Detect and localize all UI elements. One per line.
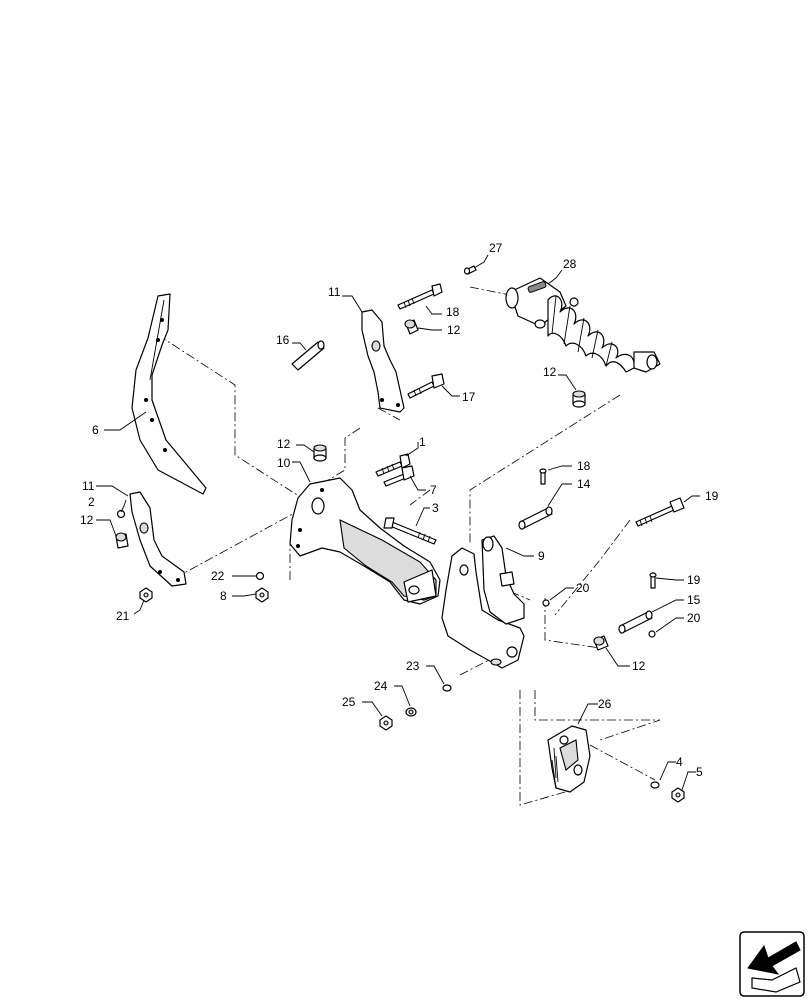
bolt-part-3	[383, 517, 437, 545]
callout-19: 19	[705, 489, 719, 503]
callout-20-b: 20	[687, 611, 701, 625]
callout-6: 6	[92, 423, 99, 437]
callouts: 27 28 11 18 16 12 12 17 6 12 1 10 7 11 1…	[80, 241, 719, 779]
callout-10: 10	[277, 456, 291, 470]
bushing-part-24	[405, 707, 417, 717]
bolt-part-7	[383, 465, 415, 487]
callout-26: 26	[598, 697, 612, 711]
nut-part-25	[379, 715, 393, 731]
callout-7: 7	[430, 483, 437, 497]
bushing-part-12-b	[572, 390, 586, 408]
callout-20-a: 20	[576, 581, 590, 595]
callout-14: 15	[687, 593, 701, 607]
mount-bracket-part-9	[441, 535, 525, 669]
bolt-part-19	[635, 497, 685, 527]
callout-8: 8	[220, 589, 227, 603]
callout-1: 1	[419, 435, 426, 449]
callout-21: 21	[116, 609, 130, 623]
main-arm-part-10	[289, 477, 441, 605]
callout-5: 5	[696, 765, 703, 779]
callout-28: 28	[563, 257, 577, 271]
nut-part-20-a	[542, 599, 550, 607]
callout-12-c: 12	[277, 437, 291, 451]
bolt-part-18-b	[649, 572, 657, 589]
bolt-part-18-a	[539, 468, 547, 485]
callout-11-upper: 11	[328, 285, 341, 299]
washer-part-23	[442, 684, 452, 692]
washer-part-4	[650, 781, 660, 789]
pin-part-14	[618, 610, 653, 634]
callout-12-a: 12	[447, 323, 461, 337]
callout-27: 27	[489, 241, 503, 255]
callout-2: 2	[88, 495, 95, 509]
callout-4: 4	[676, 755, 683, 769]
shank-part-6	[131, 293, 207, 495]
callout-23: 23	[406, 659, 420, 673]
callout-12-b: 12	[543, 365, 557, 379]
pin-part-13	[518, 506, 553, 530]
callout-16: 17	[462, 390, 476, 404]
nut-part-5	[671, 787, 685, 803]
callout-13: 14	[577, 477, 591, 491]
bolt-part-16	[407, 373, 445, 399]
pin-part-15	[291, 340, 325, 371]
nut-part-21	[139, 587, 153, 603]
assembly-lines	[157, 286, 661, 806]
callout-17: 18	[446, 305, 460, 319]
bushing-part-12-c	[313, 444, 327, 462]
callout-18-a: 18	[577, 459, 591, 473]
bracket-part-11-lower	[129, 491, 187, 587]
leader-lines	[96, 254, 700, 791]
callout-25: 25	[342, 695, 356, 709]
nut-part-20-b	[648, 630, 656, 638]
callout-24: 24	[374, 679, 388, 693]
callout-9: 9	[538, 549, 545, 563]
bushing-part-12-a	[404, 319, 419, 335]
callout-22: 22	[211, 569, 225, 583]
callout-11-lower: 11	[82, 479, 95, 493]
callout-3: 3	[432, 501, 439, 515]
clevis-part-26	[547, 725, 591, 793]
nut-part-22	[255, 571, 265, 581]
callout-12-d: 12	[80, 513, 94, 527]
callout-15: 16	[276, 333, 290, 347]
bushing-part-12-d	[115, 532, 129, 549]
bolt-part-1	[375, 453, 411, 477]
spring-cylinder-part-28	[505, 277, 661, 373]
bushing-part-12-e	[593, 635, 609, 651]
bolt-part-27	[463, 265, 477, 275]
washer-part-2	[116, 509, 126, 519]
bolt-part-17	[397, 283, 443, 310]
next-page-arrow-icon[interactable]	[739, 931, 805, 997]
nut-part-8	[255, 587, 269, 603]
callout-12-e: 12	[632, 659, 646, 673]
callout-18-b: 19	[687, 573, 701, 587]
bracket-part-11-upper	[361, 309, 405, 413]
coil-spring	[547, 295, 635, 373]
